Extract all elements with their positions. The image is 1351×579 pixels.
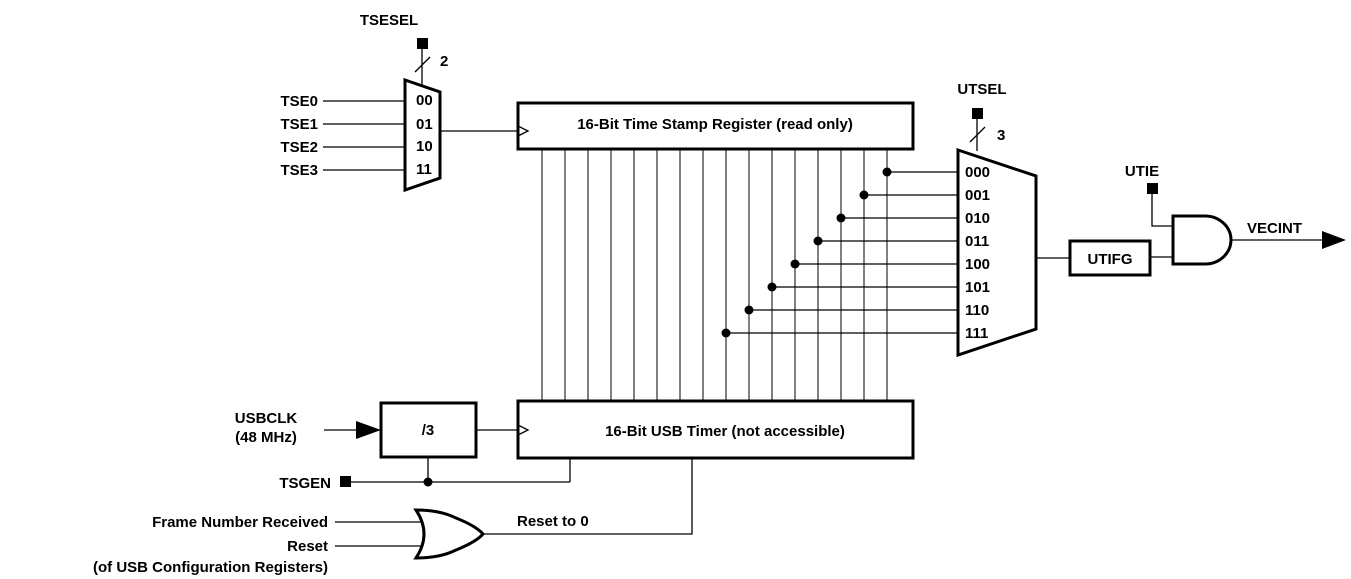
ut-mux-code-6: 110 [965,302,989,319]
vecint-label: VECINT [1247,220,1302,237]
ut-mux-code-1: 001 [965,187,990,204]
usbclk-input: USBCLK (48 MHz) [235,410,381,446]
ut-mux-code-3: 011 [965,233,989,250]
tse-input-1: TSE1 [280,116,318,133]
reset-label: Reset [287,538,328,555]
utifg-label: UTIFG [1088,251,1133,268]
tsesel-width: 2 [440,53,448,70]
utsel-label: UTSEL [957,81,1006,98]
tsgen-label: TSGEN [279,475,331,492]
tse-input-0: TSE0 [280,93,318,110]
usb-timer: 16-Bit USB Timer (not accessible) [516,399,915,460]
tse-inputs: TSE0 TSE1 TSE2 TSE3 [280,93,405,179]
utifg-flag: UTIFG [1068,239,1152,277]
frame-received-label: Frame Number Received [152,514,328,531]
tse-mux-body [403,77,442,193]
tse-input-3: TSE3 [280,162,318,179]
tse-mux-code-2: 10 [416,138,433,155]
tsgen-pin [340,476,351,487]
utifg-box [1068,239,1152,277]
or-gate-body [413,508,485,560]
usb-timer-label: 16-Bit USB Timer (not accessible) [605,423,845,440]
tse-mux-code-0: 00 [416,92,433,109]
tse-mux: 00 01 10 11 [403,77,442,193]
utsel-pin [972,108,983,119]
utie-label: UTIE [1125,163,1159,180]
vecint-arrow [1322,231,1346,249]
ut-mux-code-4: 100 [965,256,990,273]
ut-mux-code-7: 111 [965,325,988,342]
timestamp-register: 16-Bit Time Stamp Register (read only) [516,101,915,151]
and-gate-body [1171,214,1233,266]
bus-lines [541,149,888,401]
utie-group: UTIE [1125,163,1173,227]
tse-input-2: TSE2 [280,139,318,156]
divider-label: /3 [422,422,435,439]
divider-block: /3 [379,401,478,459]
ut-mux-code-0: 000 [965,164,990,181]
usb-timer-box [516,399,915,460]
reset-path: Reset to 0 [483,458,693,535]
and-gate [1171,214,1233,266]
ut-mux-code-2: 010 [965,210,990,227]
tse-mux-code-3: 11 [416,161,432,178]
or-gate [413,508,485,560]
usbclk-label-line2: (48 MHz) [235,429,297,446]
vecint-output: VECINT [1231,220,1346,249]
bus-taps [721,167,958,338]
reset-note-label: (of USB Configuration Registers) [93,559,328,576]
reset-to-zero-label: Reset to 0 [517,513,589,530]
tsesel-label: TSESEL [360,12,418,29]
utsel-width: 3 [997,127,1005,144]
tse-mux-code-1: 01 [416,116,433,133]
ut-mux: 000 001 010 011 100 101 110 111 [956,147,1038,358]
tsesel-pin [417,38,428,49]
divider-box [379,401,478,459]
timestamp-register-label: 16-Bit Time Stamp Register (read only) [577,116,853,133]
tsgen-group: TSGEN [279,457,571,492]
ut-mux-body [956,147,1038,358]
or-inputs: Frame Number Received Reset (of USB Conf… [93,514,425,576]
utsel-group: UTSEL 3 [957,81,1007,151]
tsesel-group: TSESEL 2 [360,12,448,89]
usbclk-arrow [356,421,381,439]
utie-pin [1147,183,1158,194]
usbclk-label-line1: USBCLK [235,410,298,427]
ut-mux-code-5: 101 [965,279,990,296]
